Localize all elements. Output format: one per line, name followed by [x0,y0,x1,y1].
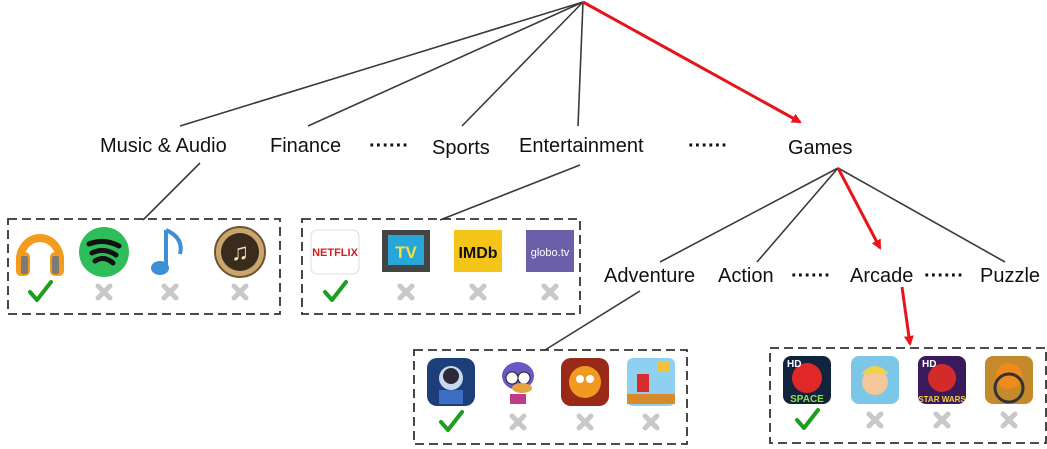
edge-root-sports [461,1,584,127]
selected-check-icon [795,408,820,430]
category-finance: Finance [270,135,341,157]
ellipsis-1: ······ [369,135,409,157]
svg-text:TV: TV [395,243,417,262]
edge-root-games [582,0,802,124]
category-music-audio: Music & Audio [100,135,227,157]
subcategory-puzzle: Puzzle [980,265,1040,287]
svg-text:globo.tv: globo.tv [531,247,570,259]
edge-root-finance [307,1,584,127]
sub-ellipsis-2: ······ [924,265,964,287]
category-games: Games [788,137,852,159]
headphones-app-icon [16,234,64,276]
svg-text:HD: HD [787,359,801,370]
category-entertainment: Entertainment [519,135,644,157]
edge-music-box [142,162,201,221]
edge-adventure-box [544,290,641,351]
runner-app-icon [627,358,675,406]
imdb-app-icon: IMDb [454,230,502,272]
zoombini-app-icon [502,362,534,404]
root-edges [179,1,584,127]
category-sports: Sports [432,137,490,159]
edge-root-music [179,1,584,127]
app-box-music [7,218,281,315]
app-box-entertainment [301,218,581,315]
edge-arcade-box [900,286,914,346]
unselected-cross-icon [509,413,527,431]
unselected-cross-icon [95,283,113,301]
app-box-adventure [413,349,688,445]
svg-text:IMDb: IMDb [458,245,497,262]
unselected-cross-icon [397,283,415,301]
unselected-cross-icon [1000,411,1018,429]
svg-text:HD: HD [922,359,936,370]
selected-check-icon [439,410,464,432]
globotv-app-icon: globo.tv [526,230,574,272]
edge-root-entertainment [577,1,584,127]
edge-games-arcade [836,167,882,250]
disney-hero-app-icon [427,358,475,406]
subcategory-adventure: Adventure [604,265,695,287]
cartoon-boy-app-icon [851,356,899,404]
angry-birds-star-wars-app-icon: HD STAR WARS [918,356,966,404]
app-box-arcade [769,347,1047,444]
netflix-app-icon: NETFLIX [310,229,360,275]
unselected-cross-icon [866,411,884,429]
edge-games-adventure [659,167,839,263]
unselected-cross-icon [161,283,179,301]
subcategory-action: Action [718,265,774,287]
edge-games-puzzle [837,167,1006,263]
gold-music-app-icon: ♫ [214,226,266,278]
svg-text:STAR WARS: STAR WARS [918,395,966,404]
tv-app-icon: TV [382,230,430,272]
garfield-app-icon [561,358,609,406]
subcategory-arcade: Arcade [850,265,913,287]
edge-games-action [756,167,839,263]
svg-text:♫: ♫ [231,239,249,266]
sub-ellipsis-1: ······ [791,265,831,287]
selected-check-icon [323,280,348,302]
angry-birds-space-app-icon: HD SPACE [783,356,831,405]
svg-text:SPACE: SPACE [790,394,824,405]
unselected-cross-icon [231,283,249,301]
unselected-cross-icon [541,283,559,301]
music-note-app-icon [151,228,183,275]
unselected-cross-icon [642,413,660,431]
spotify-app-icon [79,227,129,277]
selected-check-icon [28,280,53,302]
edge-entertainment-box [439,164,581,221]
unselected-cross-icon [469,283,487,301]
unselected-cross-icon [933,411,951,429]
ellipsis-2: ······ [688,135,728,157]
pumpkin-car-app-icon [985,356,1033,404]
svg-text:NETFLIX: NETFLIX [312,247,358,259]
unselected-cross-icon [576,413,594,431]
